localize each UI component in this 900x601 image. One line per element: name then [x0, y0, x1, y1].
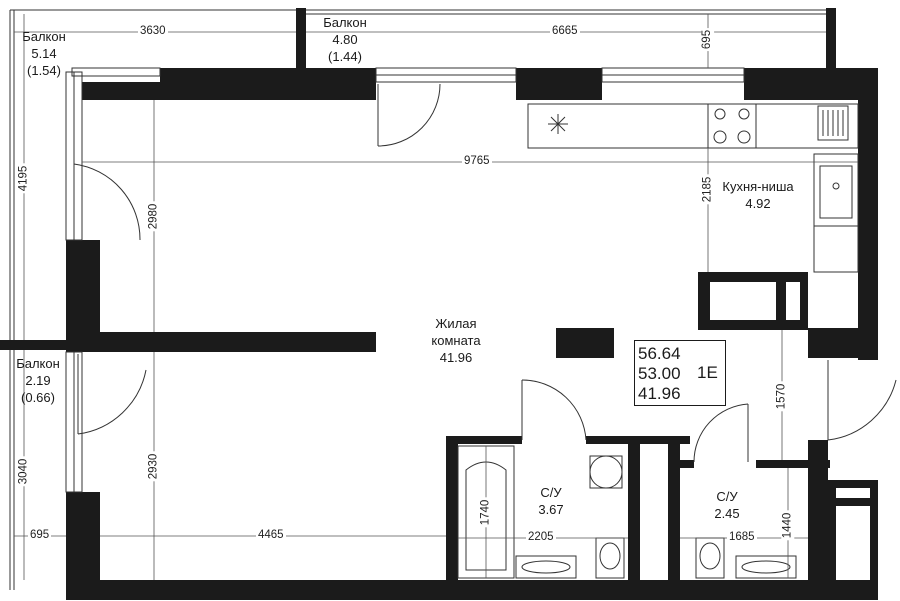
room-name: Балкон: [16, 356, 60, 371]
room-area: 4.92: [745, 196, 771, 211]
room-area: 2.19: [25, 373, 51, 388]
dim-1440: 1440: [781, 510, 795, 541]
room-area-sub: (0.66): [21, 390, 55, 405]
windows: [65, 67, 745, 493]
dim-2930: 2930: [147, 451, 161, 482]
room-name: С/У: [540, 485, 562, 500]
dim-3040: 3040: [17, 456, 31, 487]
dim-3630: 3630: [138, 25, 168, 38]
area-summary-box: 56.64 53.00 41.96 1E: [634, 340, 726, 406]
dim-2980: 2980: [147, 201, 161, 232]
room-area: 2.45: [714, 506, 740, 521]
room-name: Балкон: [22, 29, 66, 44]
kitchen-label: Кухня-ниша 4.92: [722, 178, 793, 212]
living-room-label: Жилая комната 41.96: [431, 315, 480, 366]
room-name-line1: Жилая: [435, 316, 477, 331]
dim-4465: 4465: [256, 529, 286, 542]
room-name-line2: комната: [431, 333, 481, 348]
room-name: Балкон: [323, 15, 367, 30]
balcony-top-left-label: Балкон 5.14 (1.54): [22, 28, 66, 79]
dim-1685: 1685: [727, 531, 757, 544]
walls: [0, 8, 878, 600]
room-name: Кухня-ниша: [722, 179, 794, 194]
kitchen-fittings: [527, 103, 859, 273]
dim-695-top: 695: [701, 27, 715, 52]
bathroom-2-label: С/У 2.45: [714, 488, 739, 522]
room-area: 5.14: [31, 46, 57, 61]
dim-6665: 6665: [550, 25, 580, 38]
balcony-top-label: Балкон 4.80 (1.44): [323, 14, 367, 65]
dim-695-bottom: 695: [28, 529, 52, 542]
room-area-sub: (1.44): [328, 49, 362, 64]
room-area: 4.80: [332, 32, 358, 47]
dim-2205: 2205: [526, 531, 556, 544]
living-area: 41.96: [638, 384, 681, 403]
dim-1570: 1570: [775, 381, 789, 412]
apartment-code: 1E: [697, 363, 718, 382]
room-area: 3.67: [538, 502, 564, 517]
bathroom-2-fittings: [695, 537, 797, 579]
room-name: С/У: [716, 489, 738, 504]
dim-9765: 9765: [462, 155, 492, 168]
cabinet-voids: [640, 282, 870, 580]
dim-4195: 4195: [17, 163, 31, 194]
room-area: 41.96: [439, 350, 473, 365]
area-without-balcony: 53.00: [638, 364, 681, 383]
balcony-left-label: Балкон 2.19 (0.66): [16, 355, 60, 406]
bathroom-1-label: С/У 3.67: [538, 484, 563, 518]
room-area-sub: (1.54): [27, 63, 61, 78]
balcony-railings: [9, 9, 827, 590]
doors: [73, 83, 897, 463]
dim-1740: 1740: [479, 497, 493, 528]
dim-2185: 2185: [701, 174, 715, 205]
total-area: 56.64: [638, 344, 681, 363]
